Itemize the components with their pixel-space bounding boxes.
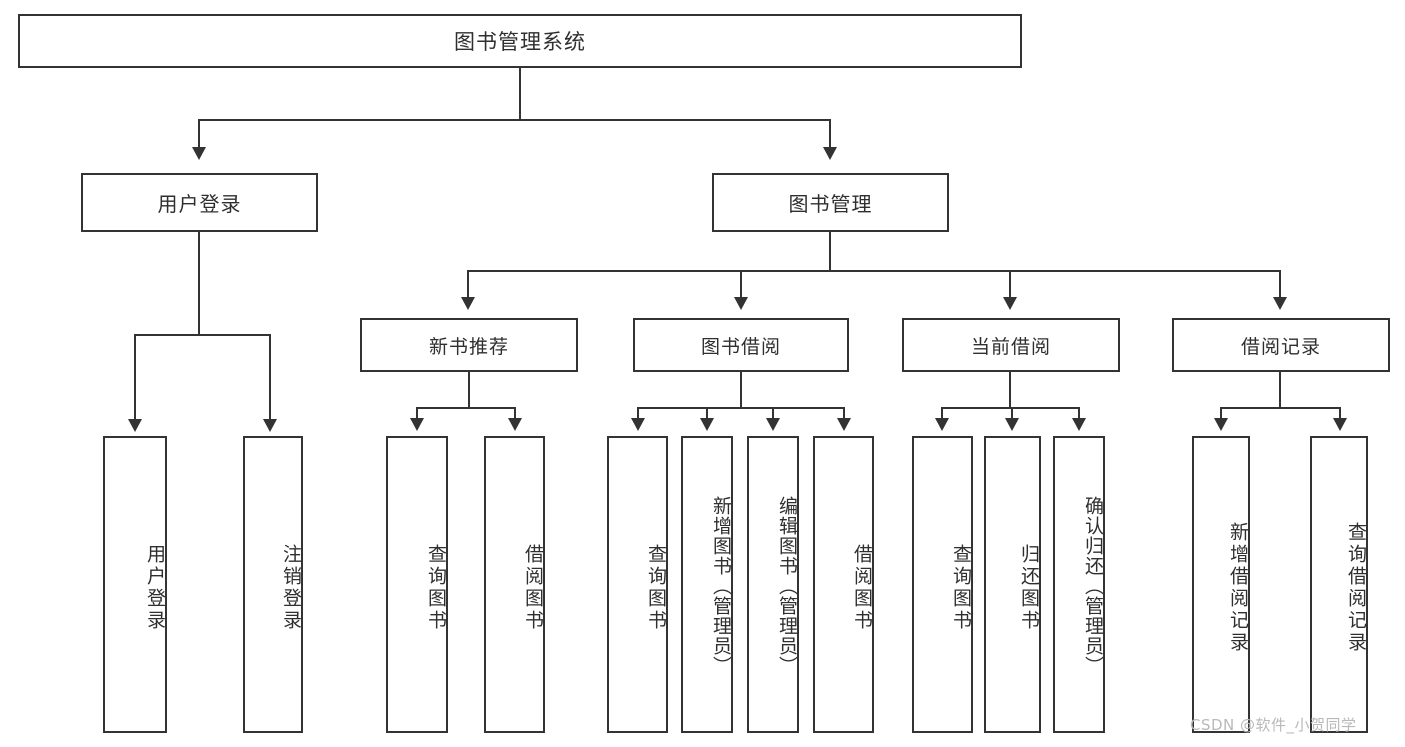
leaf-user-login[interactable]: 用户登录 [103,436,167,733]
arrow-to-borrow-record [1273,297,1287,310]
connector-nbr-to-query-book [416,407,418,420]
arrow-to-leaf-confirm-return [1072,418,1086,431]
connector-bb-to-borrow-book [843,407,845,420]
leaf-edit-book[interactable]: 编辑图书（管理员） [747,436,799,733]
node-borrow-record[interactable]: 借阅记录 [1172,318,1390,372]
connector-root-to-book-manage [829,119,831,151]
leaf-return-book[interactable]: 归还图书 [984,436,1041,733]
connector-user-login-to-leaf-logout [269,334,271,422]
leaf-query-record[interactable]: 查询借阅记录 [1310,436,1368,733]
arrow-to-book-borrow [734,297,748,310]
arrow-to-leaf-user-logout [263,419,277,432]
leaf-add-record[interactable]: 新增借阅记录 [1192,436,1250,733]
leaf-query-book-3[interactable]: 查询图书 [912,436,973,733]
node-book-borrow[interactable]: 图书借阅 [633,318,849,372]
connector-cb-to-return-book [1011,407,1013,420]
node-book-manage[interactable]: 图书管理 [712,173,949,232]
leaf-query-book-1[interactable]: 查询图书 [386,436,448,733]
connector-borrow-record-bar [1220,407,1339,409]
leaf-borrow-book-1[interactable]: 借阅图书 [484,436,545,733]
connector-cb-to-query-book [941,407,943,420]
arrow-to-leaf-query-book-2 [631,418,645,431]
arrow-to-leaf-add-record [1214,418,1228,431]
arrow-root-to-user-login [192,147,206,160]
connector-book-borrow-bar [637,407,844,409]
arrow-to-leaf-user-login [128,419,142,432]
connector-new-book-rec-stem [468,372,470,409]
arrow-to-leaf-query-book-1 [410,418,424,431]
connector-root-bar [198,119,831,121]
connector-bm-to-current-borrow [1009,270,1011,300]
connector-new-book-rec-bar [416,407,514,409]
node-user-login[interactable]: 用户登录 [81,173,318,232]
arrow-to-leaf-borrow-book-2 [837,418,851,431]
connector-bb-to-edit-book [772,407,774,420]
node-current-borrow[interactable]: 当前借阅 [902,318,1120,372]
connector-bm-to-borrow-record [1279,270,1281,300]
connector-bm-to-book-borrow [740,270,742,300]
leaf-confirm-return[interactable]: 确认归还（管理员） [1053,436,1105,733]
arrow-to-leaf-edit-book [766,418,780,431]
connector-user-login-stem [198,232,200,336]
leaf-add-book[interactable]: 新增图书（管理员） [681,436,733,733]
arrow-to-leaf-query-book-3 [935,418,949,431]
arrow-to-leaf-borrow-book-1 [508,418,522,431]
connector-br-to-add-record [1220,407,1222,420]
connector-bb-to-add-book [706,407,708,420]
arrow-root-to-book-manage [823,147,837,160]
connector-cb-to-confirm-return [1078,407,1080,420]
arrow-to-current-borrow [1003,297,1017,310]
connector-root-stem [519,68,521,120]
connector-book-borrow-stem [740,372,742,409]
leaf-query-book-2[interactable]: 查询图书 [607,436,668,733]
connector-book-manage-bar [467,270,1279,272]
leaf-user-logout[interactable]: 注销登录 [243,436,303,733]
node-new-book-rec[interactable]: 新书推荐 [360,318,578,372]
connector-root-to-user-login [198,119,200,151]
connector-book-manage-stem [829,232,831,272]
connector-current-borrow-bar [941,407,1079,409]
arrow-to-leaf-return-book [1005,418,1019,431]
connector-user-login-to-leaf-login [134,334,136,422]
csdn-watermark: CSDN @软件_小贺同学 [1190,716,1357,734]
connector-nbr-to-borrow-book [514,407,516,420]
connector-current-borrow-stem [1009,372,1011,409]
connector-bb-to-query-book [637,407,639,420]
node-root-system[interactable]: 图书管理系统 [18,14,1022,68]
arrow-to-leaf-add-book [700,418,714,431]
connector-bm-to-new-book-rec [467,270,469,300]
leaf-borrow-book-2[interactable]: 借阅图书 [813,436,874,733]
connector-br-to-query-record [1339,407,1341,420]
arrow-to-leaf-query-record [1333,418,1347,431]
arrow-to-new-book-rec [461,297,475,310]
connector-user-login-bar [134,334,269,336]
connector-borrow-record-stem [1279,372,1281,409]
